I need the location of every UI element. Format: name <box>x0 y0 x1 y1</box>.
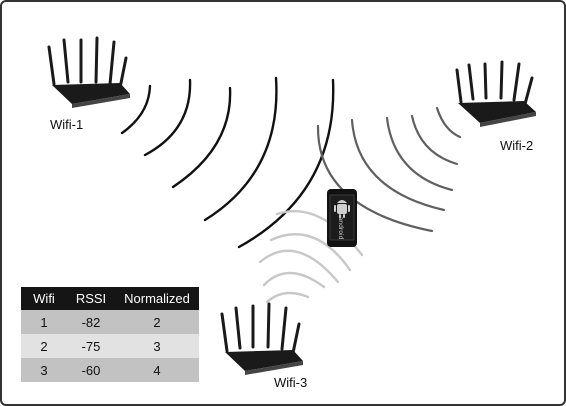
column-header: Normalized <box>115 287 199 310</box>
router-label-wifi2: Wifi-2 <box>500 138 534 153</box>
table-row: 1 -82 2 <box>21 310 199 334</box>
table-cell: -60 <box>67 358 115 382</box>
table-cell: 4 <box>115 358 199 382</box>
android-logo-icon <box>334 200 350 218</box>
router-icon <box>455 60 536 127</box>
table-row: 3 -60 4 <box>21 358 199 382</box>
rssi-table: Wifi RSSI Normalized 1 -82 2 2 -75 3 3 -… <box>21 287 199 382</box>
router-label-wifi3: Wifi-3 <box>274 375 308 390</box>
table-cell: 3 <box>115 334 199 358</box>
column-header: Wifi <box>21 287 67 310</box>
smartphone-icon: android <box>327 189 357 247</box>
table-header-row: Wifi RSSI Normalized <box>21 287 199 310</box>
table-cell: 2 <box>21 334 67 358</box>
table-cell: -75 <box>67 334 115 358</box>
column-header: RSSI <box>67 287 115 310</box>
table-cell: 2 <box>115 310 199 334</box>
phone-brand-text: android <box>337 217 344 240</box>
table-cell: 3 <box>21 358 67 382</box>
table-row: 2 -75 3 <box>21 334 199 358</box>
wifi1-signal-waves <box>120 76 335 249</box>
router-icon <box>220 302 303 375</box>
router-label-wifi1: Wifi-1 <box>50 117 84 132</box>
table-cell: 1 <box>21 310 67 334</box>
table-cell: -82 <box>67 310 115 334</box>
router-icon <box>47 36 130 108</box>
